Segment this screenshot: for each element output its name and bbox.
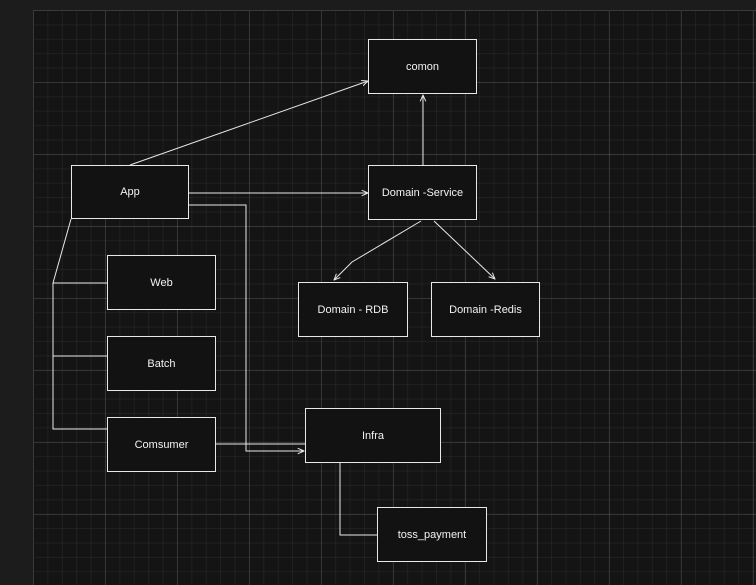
node-domain-service[interactable]: Domain -Service xyxy=(368,165,477,220)
node-web[interactable]: Web xyxy=(107,255,216,310)
node-comon[interactable]: comon xyxy=(368,39,477,94)
node-toss-payment[interactable]: toss_payment xyxy=(377,507,487,562)
node-app[interactable]: App xyxy=(71,165,189,219)
node-comsumer[interactable]: Comsumer xyxy=(107,417,216,472)
node-batch[interactable]: Batch xyxy=(107,336,216,391)
node-domain-rdb[interactable]: Domain - RDB xyxy=(298,282,408,337)
node-domain-redis[interactable]: Domain -Redis xyxy=(431,282,540,337)
node-infra[interactable]: Infra xyxy=(305,408,441,463)
